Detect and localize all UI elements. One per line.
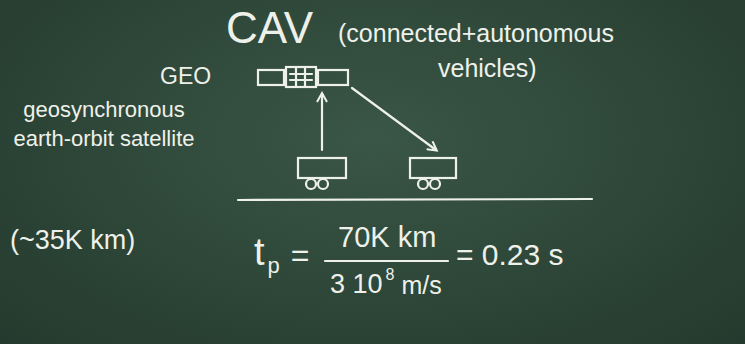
subscript: p <box>268 254 280 278</box>
result-value: = 0.23 s <box>456 238 564 271</box>
unit: m/s <box>401 272 441 300</box>
satellite-note: geosynchronous earth-orbit satellite <box>4 96 204 153</box>
distance-note: (~35K km) <box>10 226 135 256</box>
denominator-number: 3 10 <box>330 270 383 300</box>
satellite-label: GEO <box>160 64 211 89</box>
equals-sign: = <box>291 238 310 273</box>
fraction-numerator: 70K km <box>338 222 436 254</box>
symbol: t <box>254 232 265 274</box>
board-title: CAV <box>226 4 313 52</box>
title-note: (connected+autonomous vehicles) <box>338 16 638 86</box>
time-symbol: tp = <box>254 232 310 278</box>
fraction-denominator: 3 108 m/s <box>330 266 442 300</box>
exponent: 8 <box>386 266 395 284</box>
